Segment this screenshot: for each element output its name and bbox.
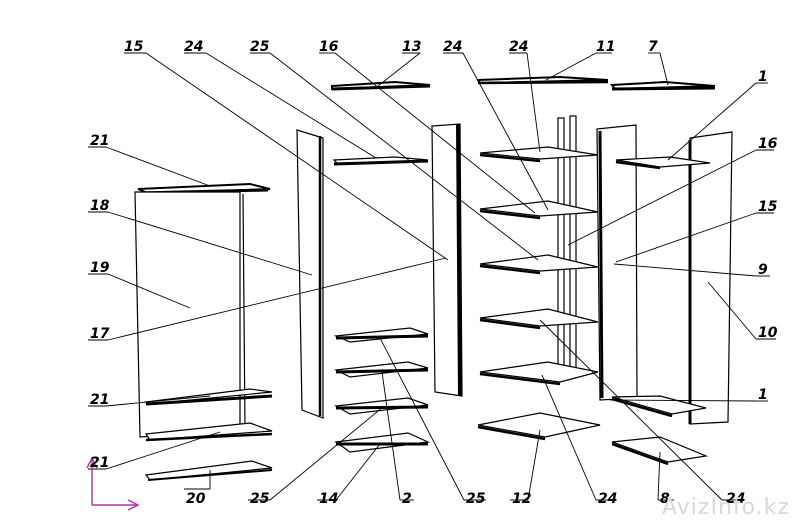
right-panels (596, 124, 733, 425)
label-24-top-b: 24 (443, 39, 462, 55)
label-18: 18 (90, 198, 110, 214)
left-cabinet (134, 182, 273, 481)
leader-lines (88, 52, 776, 501)
label-2: 2 (402, 491, 412, 507)
label-15-top: 15 (124, 39, 144, 55)
label-24-top-a: 24 (184, 39, 203, 55)
label-21-left-bottom: 21 (90, 455, 109, 471)
label-11: 11 (596, 39, 615, 55)
left-bottom-base (144, 460, 273, 481)
label-25-bottom-b: 25 (466, 491, 486, 507)
axes-indicator (86, 456, 140, 511)
label-10: 10 (758, 325, 778, 341)
corner-shelf-column (476, 75, 609, 441)
label-16-top: 16 (319, 39, 339, 55)
part-labels: 15 24 25 16 13 24 24 11 7 1 16 15 9 10 1… (90, 39, 778, 507)
label-24-top-c: 24 (509, 39, 528, 55)
label-20: 20 (186, 491, 206, 507)
label-1-right-bottom: 1 (758, 387, 768, 403)
label-13: 13 (402, 39, 421, 55)
label-21-left-mid: 21 (90, 392, 109, 408)
label-17: 17 (90, 326, 110, 342)
right-shelves (610, 80, 716, 466)
label-16-right: 16 (758, 136, 778, 152)
label-25-top: 25 (250, 39, 270, 55)
left-shelf-2 (144, 422, 273, 441)
central-panel (431, 123, 463, 397)
label-15-right: 15 (758, 199, 778, 215)
label-1-right-top: 1 (758, 69, 768, 85)
label-25-bottom-a: 25 (250, 491, 270, 507)
label-21-left-top: 21 (90, 133, 109, 149)
label-12: 12 (512, 491, 531, 507)
label-7: 7 (648, 39, 658, 55)
label-8: 8 (660, 491, 670, 507)
watermark: AvizInfo.kz (662, 495, 790, 520)
label-24-bottom-a: 24 (598, 491, 617, 507)
label-19: 19 (90, 260, 110, 276)
label-9: 9 (758, 262, 768, 278)
shelf-column-1 (331, 80, 431, 453)
label-24-bottom-b: 24 (726, 491, 745, 507)
label-14: 14 (319, 491, 338, 507)
